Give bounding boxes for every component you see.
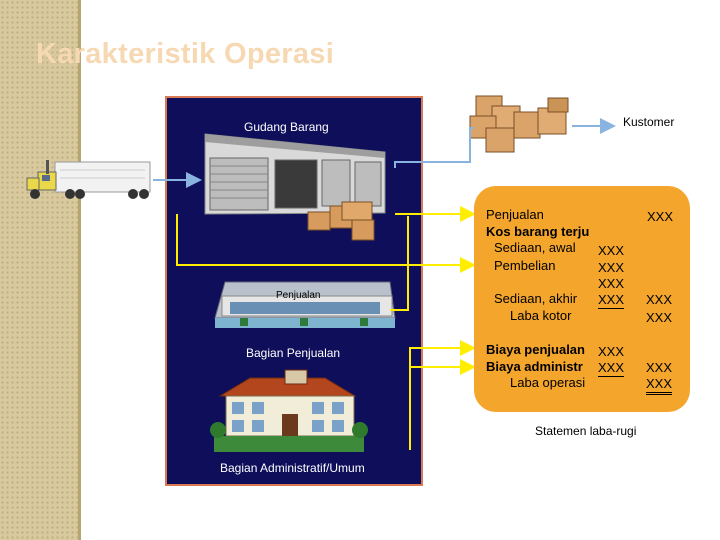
income-statement-box <box>474 186 690 412</box>
salesbuilding-connector <box>390 216 409 311</box>
beginning-inventory-line: Sediaan, awal <box>494 240 576 255</box>
operating-profit-line: Laba operasi <box>510 375 586 390</box>
sales-building-icon <box>214 281 396 328</box>
purchases-value: XXX <box>598 260 625 275</box>
gross-profit-value: XXX <box>646 310 673 325</box>
customer-link-line <box>394 127 474 168</box>
ending-inventory-value: XXX <box>598 292 625 309</box>
cogs-line: Kos barang terju <box>486 224 590 239</box>
gross-profit-line: Laba kotor <box>510 308 572 323</box>
subtotal-value: XXX <box>598 276 625 291</box>
customer-boxes-icon <box>469 95 569 153</box>
admin-building-icon <box>210 369 368 452</box>
operating-profit-value: XXX <box>646 376 673 395</box>
beginning-inventory-value: XXX <box>598 243 625 258</box>
admin-to-statement-arrow <box>409 359 476 450</box>
sales-value: XXX <box>647 209 674 224</box>
customer-label: Kustomer <box>623 115 675 129</box>
cogs-value: XXX <box>646 292 673 307</box>
warehouse-label: Gudang Barang <box>244 120 329 134</box>
salesdept-to-statement-arrow <box>409 340 476 378</box>
expenses-total-value: XXX <box>646 360 673 375</box>
selling-expense-line: Biaya penjualan <box>486 342 585 357</box>
warehouse-icon <box>204 133 386 241</box>
purchases-line: Pembelian <box>494 258 556 273</box>
selling-expense-value: XXX <box>598 344 625 359</box>
warehouse-to-statement-arrow <box>176 214 476 273</box>
sidebar-border <box>78 0 81 540</box>
ending-inventory-line: Sediaan, akhir <box>494 291 578 306</box>
admin-department-label: Bagian Administratif/Umum <box>220 461 365 475</box>
admin-expense-line: Biaya administr <box>486 359 583 374</box>
admin-expense-value: XXX <box>598 360 625 377</box>
truck-icon <box>26 160 151 199</box>
sales-department-label: Bagian Penjualan <box>246 346 341 360</box>
sales-building-label: Penjualan <box>276 290 321 301</box>
slide-title: Karakteristik Operasi <box>36 38 335 70</box>
sales-line: Penjualan <box>486 207 544 222</box>
decorative-sidebar <box>0 0 78 540</box>
statement-caption: Statemen laba-rugi <box>535 424 637 438</box>
